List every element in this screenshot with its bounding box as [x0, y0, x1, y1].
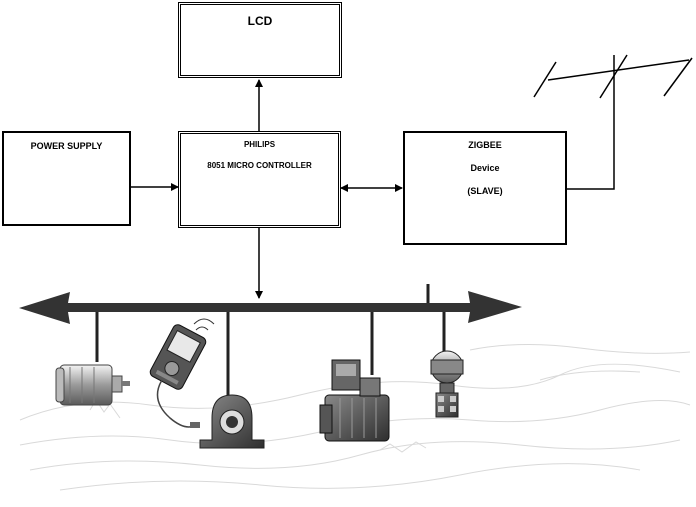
controller-model-label: 8051 MICRO CONTROLLER [207, 161, 312, 170]
bus-drops [95, 312, 446, 395]
zigbee-label: ZIGBEE [468, 140, 502, 150]
lcd-block: LCD [178, 2, 342, 78]
controller-brand-label: PHILIPS [243, 140, 276, 149]
pillow-block-bearing-icon [199, 394, 265, 449]
zigbee-device-block: ZIGBEE Device (SLAVE) [403, 131, 567, 245]
microcontroller-block: PHILIPS 8051 MICRO CONTROLLER [178, 131, 341, 228]
electric-motor-icon [55, 364, 130, 406]
field-bus-arrow [19, 284, 522, 324]
zigbee-role-label: (SLAVE) [467, 186, 503, 196]
zigbee-device-label: Device [470, 163, 500, 173]
industrial-motor-assembly-icon [319, 359, 390, 442]
lcd-label: LCD [247, 14, 273, 28]
power-supply-block: POWER SUPPLY [2, 131, 131, 226]
handheld-meter-icon [149, 318, 215, 428]
antenna-icon [533, 54, 693, 99]
pressure-transmitter-icon [430, 350, 464, 418]
power-supply-label: POWER SUPPLY [30, 141, 103, 151]
zigbee-antenna-feed [567, 55, 615, 190]
